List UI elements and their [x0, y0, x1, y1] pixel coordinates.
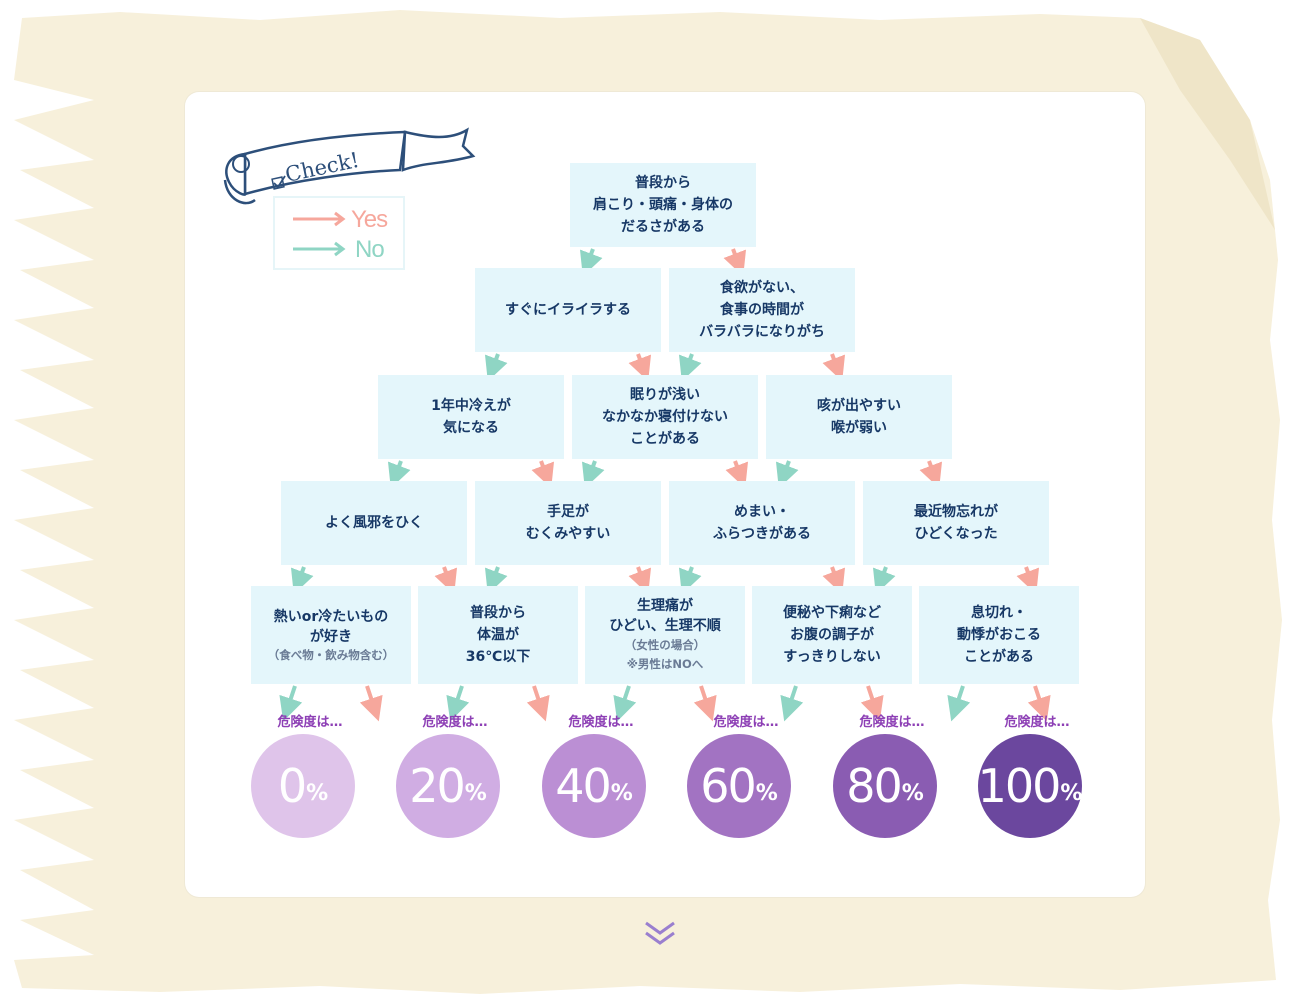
question-line: 息切れ・	[971, 602, 1027, 624]
question-box: めまい・ ふらつきがある	[669, 481, 855, 565]
question-box: 生理痛が ひどい、生理不順 （女性の場合） ※男性はNOへ	[585, 586, 745, 684]
risk-unit: %	[1060, 781, 1082, 806]
question-box: 息切れ・ 動悸がおこる ことがある	[919, 586, 1079, 684]
question-line: 咳が出やすい	[817, 395, 901, 417]
risk-unit: %	[465, 781, 487, 806]
question-line: 食事の時間が	[720, 299, 804, 321]
question-line: 食欲がない、	[720, 277, 804, 299]
question-line: 熱いor冷たいもの	[274, 606, 389, 628]
question-line: 眠りが浅い	[630, 384, 700, 406]
risk-circle-80: 80%	[833, 734, 937, 838]
legend-box: Yes No	[273, 196, 405, 270]
risk-circle-0: 0%	[251, 734, 355, 838]
risk-circle-20: 20%	[396, 734, 500, 838]
legend-no-label: No	[355, 236, 384, 264]
question-line: なかなか寝付けない	[602, 406, 728, 428]
question-line: めまい・	[734, 501, 790, 523]
question-line: 生理痛が	[637, 596, 693, 616]
question-line: だるさがある	[621, 216, 705, 238]
question-line: 普段から	[470, 602, 526, 624]
risk-label: 危険度は…	[977, 711, 1097, 730]
risk-label: 危険度は…	[541, 711, 661, 730]
legend-yes-label: Yes	[351, 206, 387, 234]
risk-value: 40	[555, 763, 610, 809]
question-line: 最近物忘れが	[914, 501, 998, 523]
risk-value: 20	[409, 763, 464, 809]
risk-unit: %	[902, 781, 924, 806]
question-box: 最近物忘れが ひどくなった	[863, 481, 1049, 565]
risk-circle-40: 40%	[542, 734, 646, 838]
question-line: 1年中冷えが	[431, 395, 511, 417]
risk-circle-100: 100%	[978, 734, 1082, 838]
question-line: 体温が	[477, 624, 519, 646]
risk-value: 100	[978, 763, 1060, 809]
question-line: すぐにイライラする	[505, 299, 631, 321]
question-line: 便秘や下痢など	[783, 602, 881, 624]
question-box: 1年中冷えが 気になる	[378, 375, 564, 459]
question-box: 眠りが浅い なかなか寝付けない ことがある	[572, 375, 758, 459]
question-line: 36℃以下	[466, 646, 530, 668]
yes-arrow-icon	[291, 210, 349, 228]
question-line: 手足が	[547, 501, 589, 523]
question-line: むくみやすい	[526, 523, 611, 545]
question-box: 普段から 肩こり・頭痛・身体の だるさがある	[570, 163, 756, 247]
question-note: （女性の場合）	[625, 636, 706, 655]
question-line: が好き	[310, 628, 352, 646]
question-line: ひどい、生理不順	[609, 616, 721, 636]
risk-label: 危険度は…	[686, 711, 806, 730]
question-box: 手足が むくみやすい	[475, 481, 661, 565]
risk-unit: %	[306, 781, 328, 806]
question-box: 便秘や下痢など お腹の調子が すっきりしない	[752, 586, 912, 684]
question-box: 普段から 体温が 36℃以下	[418, 586, 578, 684]
question-line: お腹の調子が	[790, 624, 874, 646]
risk-value: 0	[278, 763, 305, 809]
question-note: ※男性はNOへ	[627, 655, 704, 674]
question-box: 熱いor冷たいもの が好き （食べ物・飲み物含む）	[251, 586, 411, 684]
question-box: 咳が出やすい 喉が弱い	[766, 375, 952, 459]
question-line: ことがある	[964, 646, 1034, 668]
question-line: すっきりしない	[783, 646, 880, 668]
risk-unit: %	[611, 781, 633, 806]
question-line: 喉が弱い	[831, 417, 887, 439]
no-arrow-icon	[291, 240, 349, 258]
question-line: よく風邪をひく	[325, 512, 423, 534]
question-box: よく風邪をひく	[281, 481, 467, 565]
risk-value: 80	[846, 763, 901, 809]
double-chevron-down-icon[interactable]	[640, 915, 680, 955]
question-line: 気になる	[443, 417, 499, 439]
question-line: ことがある	[630, 428, 700, 450]
question-note: （食べ物・飲み物含む）	[268, 646, 395, 665]
risk-unit: %	[756, 781, 778, 806]
risk-value: 60	[700, 763, 755, 809]
question-box: すぐにイライラする	[475, 268, 661, 352]
risk-label: 危険度は…	[832, 711, 952, 730]
question-line: 普段から	[635, 172, 691, 194]
question-line: 肩こり・頭痛・身体の	[593, 194, 733, 216]
risk-label: 危険度は…	[395, 711, 515, 730]
risk-circle-60: 60%	[687, 734, 791, 838]
question-line: 動悸がおこる	[957, 624, 1041, 646]
question-line: ひどくなった	[914, 523, 997, 545]
risk-label: 危険度は…	[250, 711, 370, 730]
question-line: バラバラになりがち	[699, 321, 825, 343]
question-box: 食欲がない、 食事の時間が バラバラになりがち	[669, 268, 855, 352]
question-line: ふらつきがある	[713, 523, 811, 545]
